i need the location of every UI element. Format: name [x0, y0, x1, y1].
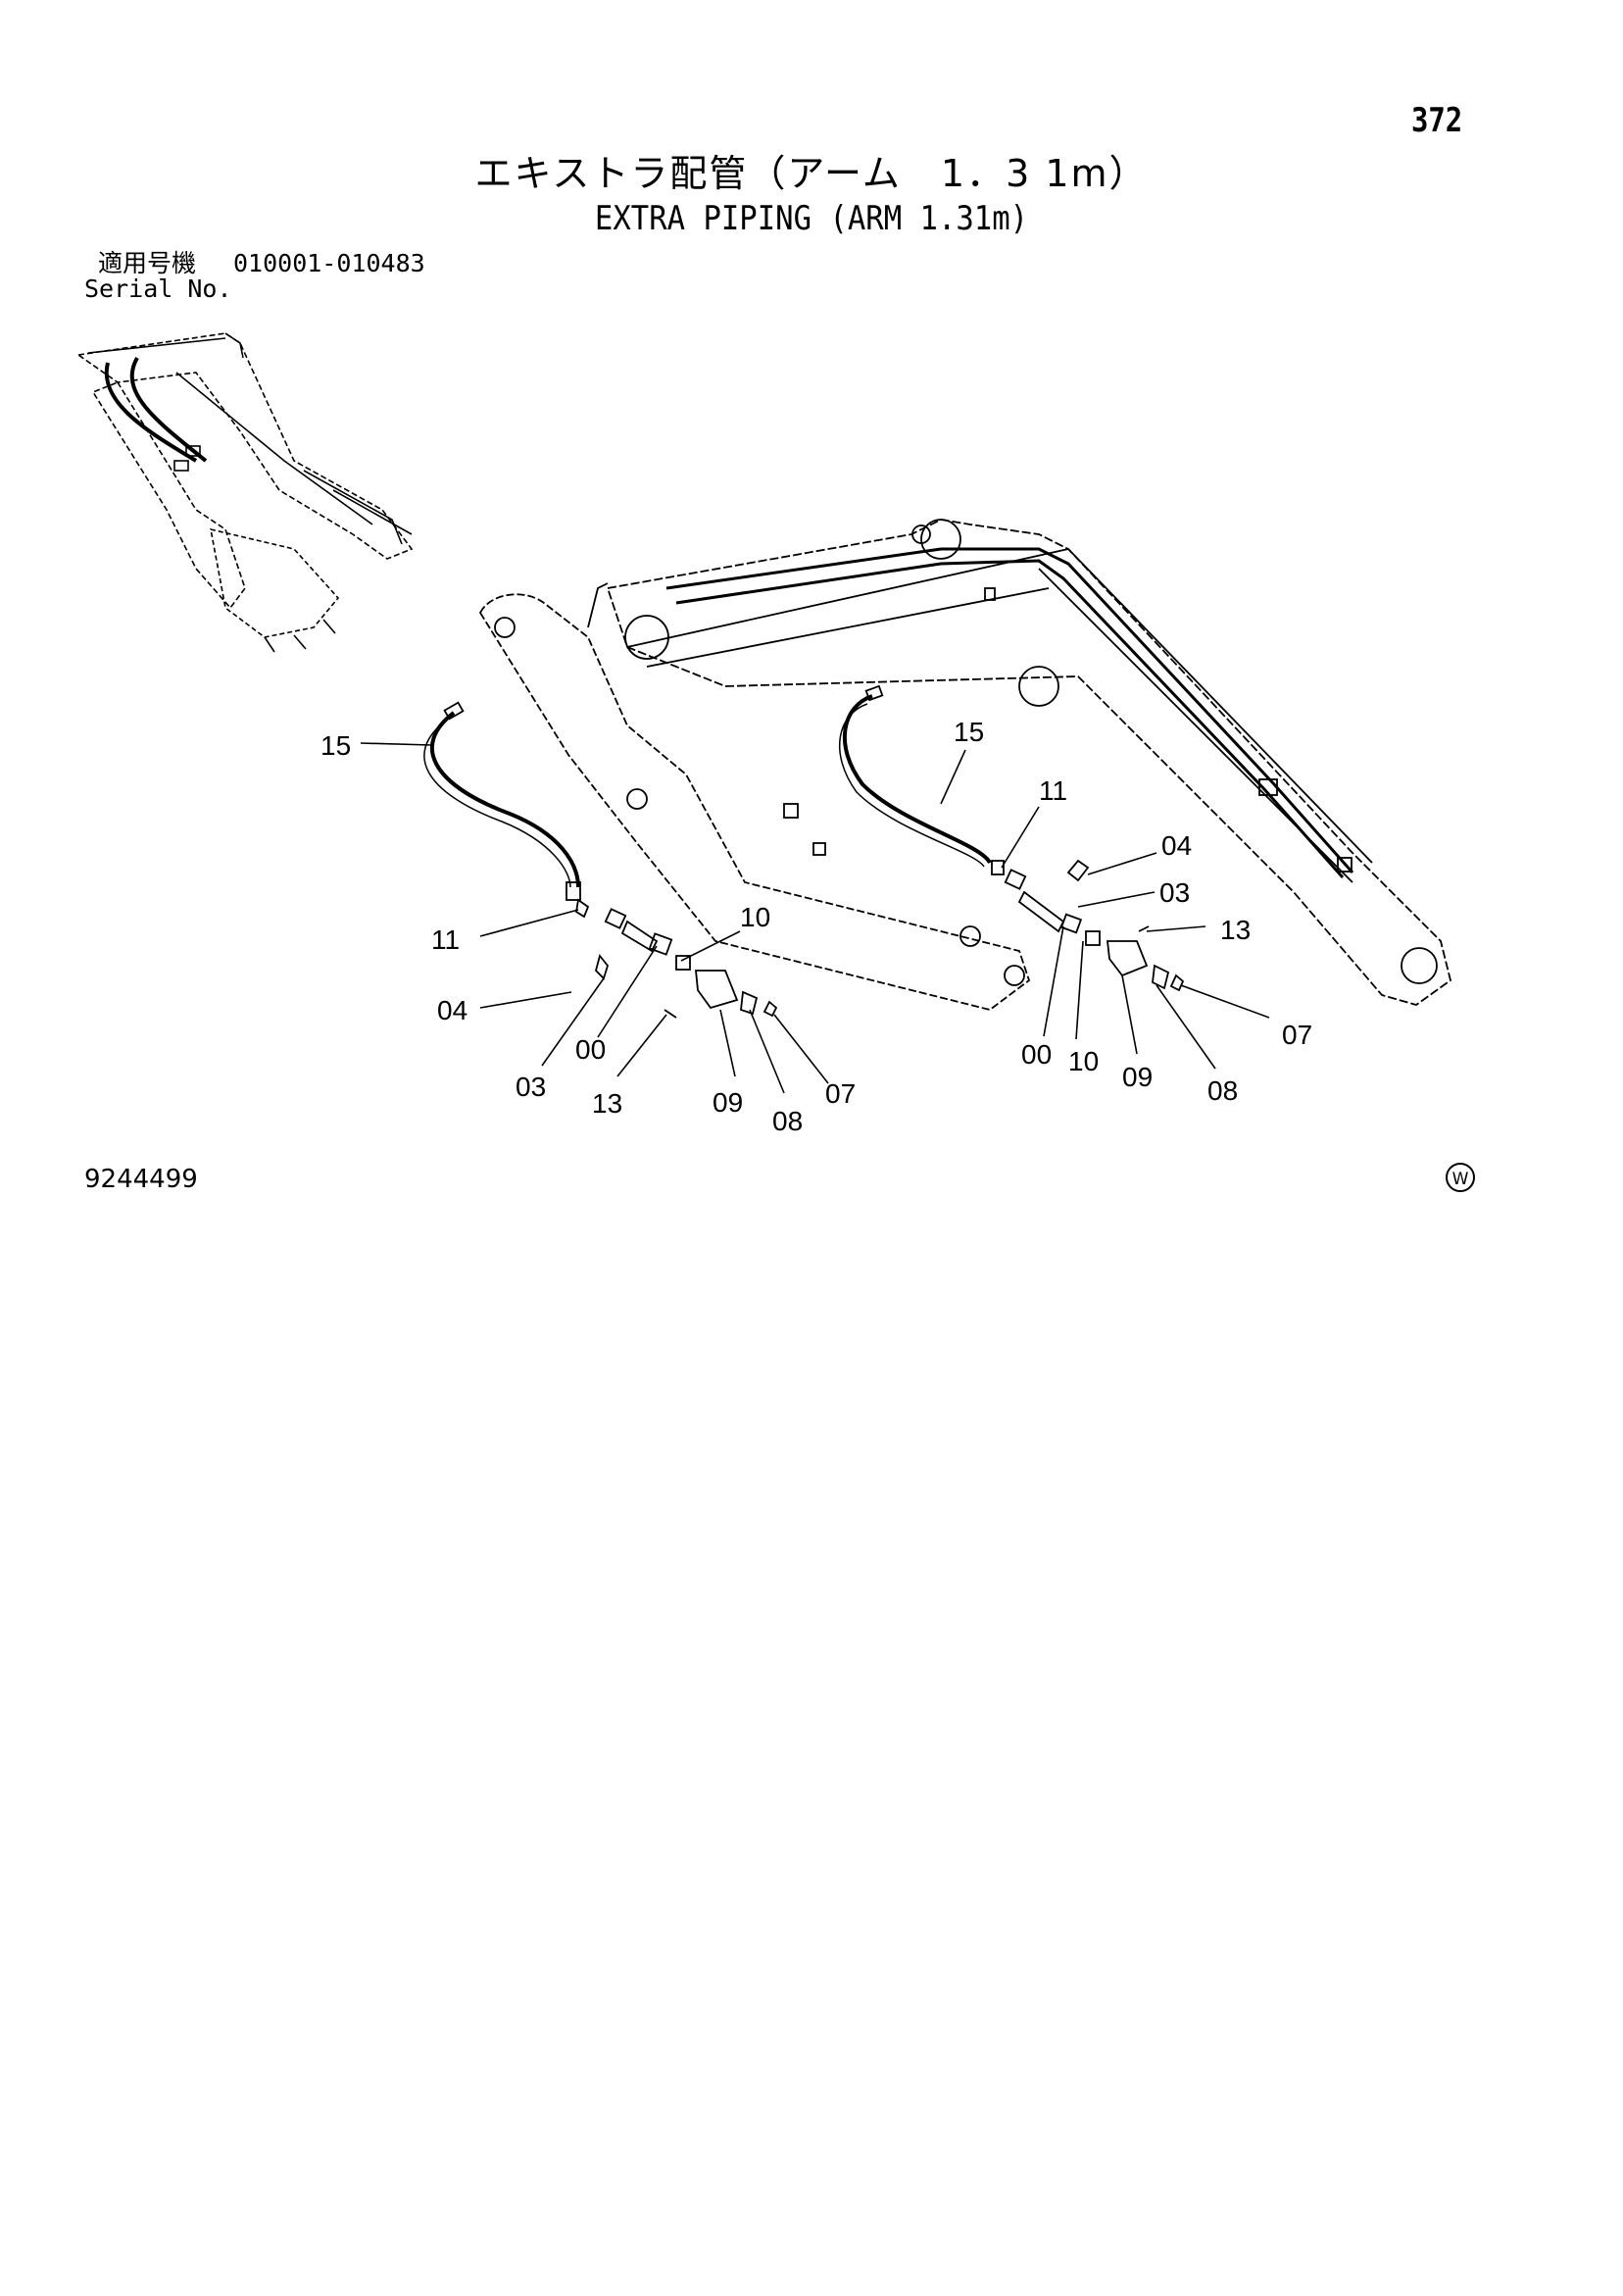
callout-03-left: 03 — [516, 1072, 546, 1102]
callout-leaders — [360, 742, 1270, 1094]
callout-09-left: 09 — [713, 1087, 743, 1118]
title-japanese: エキストラ配管（アーム 1．3 1m） — [474, 152, 1149, 195]
callout-04-right: 04 — [1161, 830, 1192, 861]
left-hose-assembly — [423, 701, 778, 1019]
callout-07-left: 07 — [825, 1078, 856, 1109]
callout-13-left: 13 — [592, 1088, 622, 1119]
drawing-number: 9244499 — [84, 1165, 198, 1194]
callout-00-right: 00 — [1021, 1039, 1052, 1070]
callout-03-right: 03 — [1159, 877, 1190, 908]
callout-09-right: 09 — [1122, 1062, 1153, 1092]
callout-10-right: 10 — [1068, 1046, 1099, 1076]
callout-11-left: 11 — [431, 924, 460, 955]
callout-04-left: 04 — [437, 995, 467, 1025]
w-mark-icon: W — [1446, 1163, 1475, 1192]
serial-label-english: Serial No. — [84, 275, 232, 303]
callout-15-left: 15 — [320, 730, 351, 761]
callout-labels: 15 11 04 03 00 10 13 09 08 07 15 11 04 0… — [320, 717, 1312, 1136]
page-number: 372 — [1411, 101, 1463, 140]
callout-15-right: 15 — [954, 717, 984, 747]
overview-machine-sketch — [75, 332, 414, 653]
callout-08-left: 08 — [772, 1106, 803, 1136]
callout-07-right: 07 — [1282, 1020, 1312, 1050]
arm-structure — [478, 519, 1452, 1011]
title-english: EXTRA PIPING (ARM 1.31m) — [594, 199, 1029, 238]
callout-13-right: 13 — [1220, 915, 1251, 945]
callout-10-left: 10 — [740, 902, 770, 932]
serial-range: 010001-010483 — [233, 249, 425, 277]
callout-11-right: 11 — [1039, 775, 1067, 806]
serial-label-japanese: 適用号機 — [98, 249, 197, 277]
callout-00-left: 00 — [575, 1034, 606, 1065]
callout-08-right: 08 — [1207, 1075, 1238, 1106]
right-hose-assembly — [838, 684, 1185, 992]
